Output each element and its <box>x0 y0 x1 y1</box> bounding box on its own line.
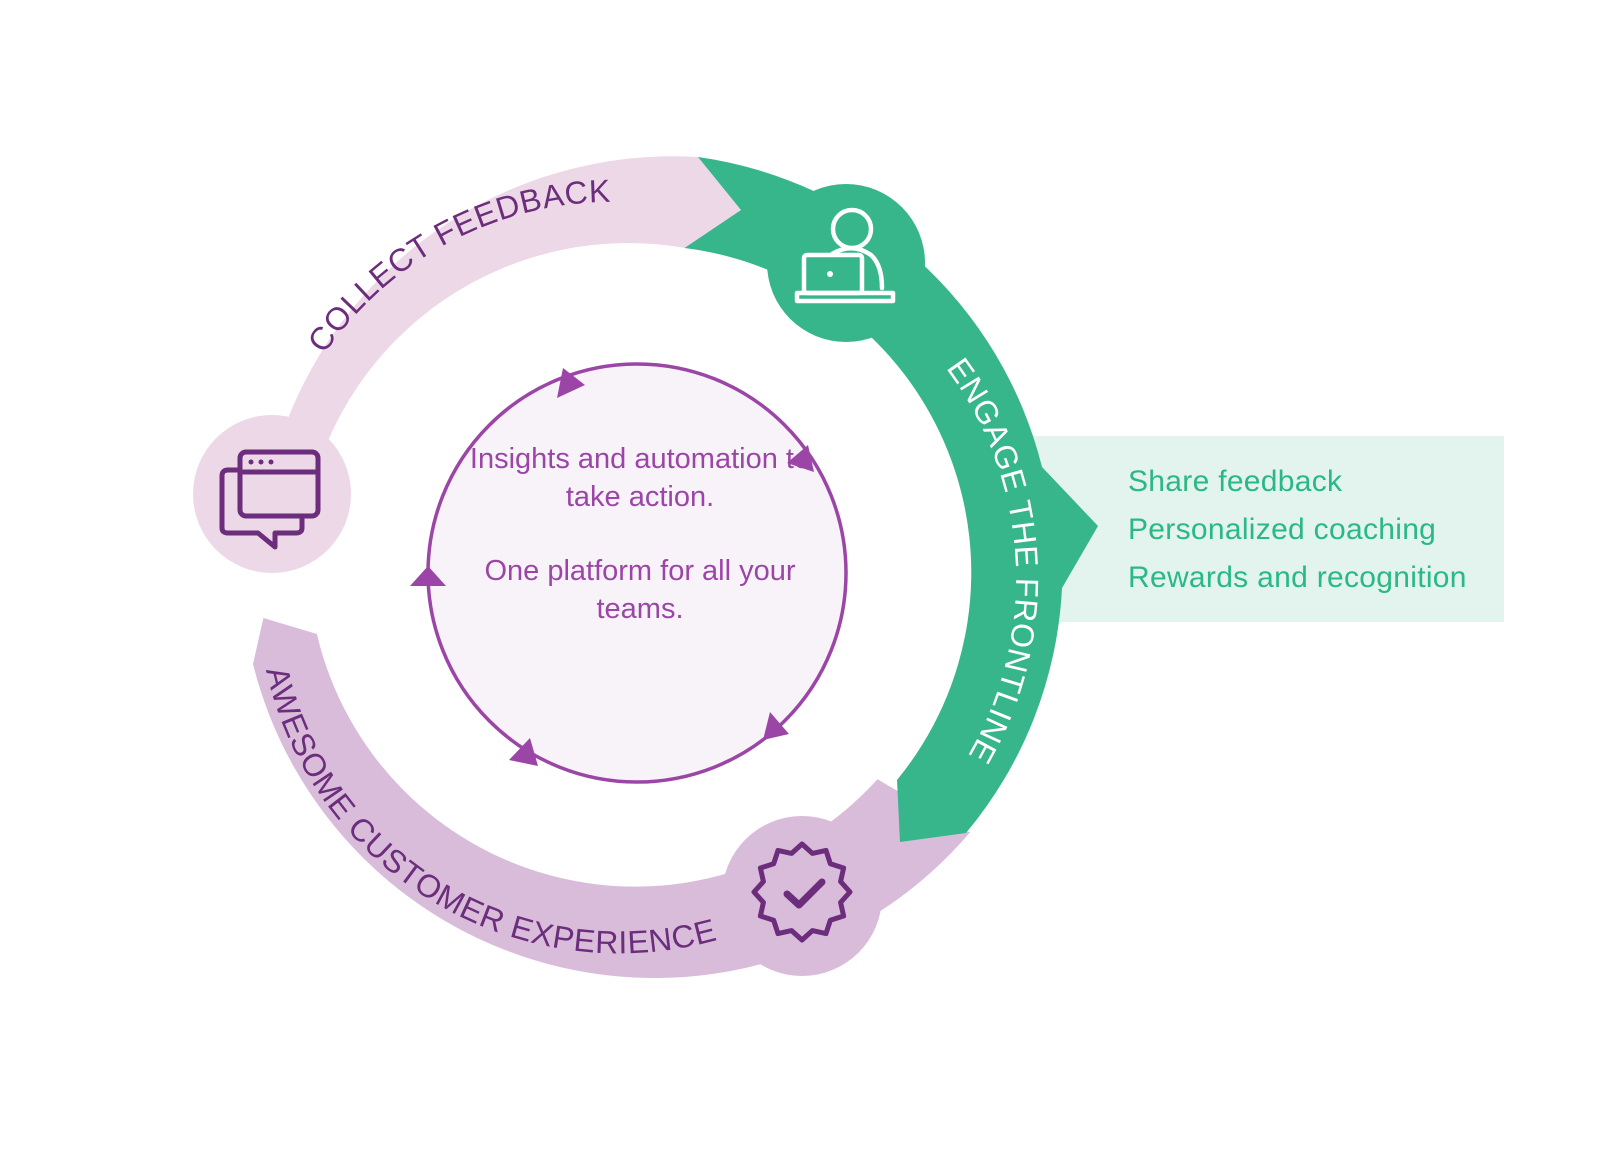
center-line-insights: Insights and automation to take action. <box>469 443 811 513</box>
badge-check-icon <box>751 841 853 943</box>
side-item-share-feedback: Share feedback <box>1128 465 1343 498</box>
arrow-head <box>763 712 789 740</box>
side-item-personalized-coaching: Personalized coaching <box>1128 513 1437 546</box>
arrow-head <box>787 445 814 472</box>
side-panel <box>1016 436 1504 622</box>
side-item-rewards-and-recognition: Rewards and recognition <box>1128 561 1467 594</box>
engage-badge <box>767 184 925 342</box>
segment-collect-feedback <box>266 156 741 503</box>
center-text: Insights and automation to take action. … <box>440 440 840 628</box>
side-panel-list: Share feedback Personalized coaching Rew… <box>1128 458 1467 602</box>
chat-window-icon <box>219 449 321 550</box>
segment-engage-the-frontline <box>684 157 1098 842</box>
center-cycle-arrows <box>410 368 814 766</box>
arrow-head <box>557 368 585 398</box>
arrow-head <box>410 566 446 586</box>
experience-badge <box>722 816 882 976</box>
center-line-platform: One platform for all your teams. <box>484 555 796 625</box>
arrow-head <box>509 738 538 766</box>
person-laptop-icon <box>794 207 896 304</box>
